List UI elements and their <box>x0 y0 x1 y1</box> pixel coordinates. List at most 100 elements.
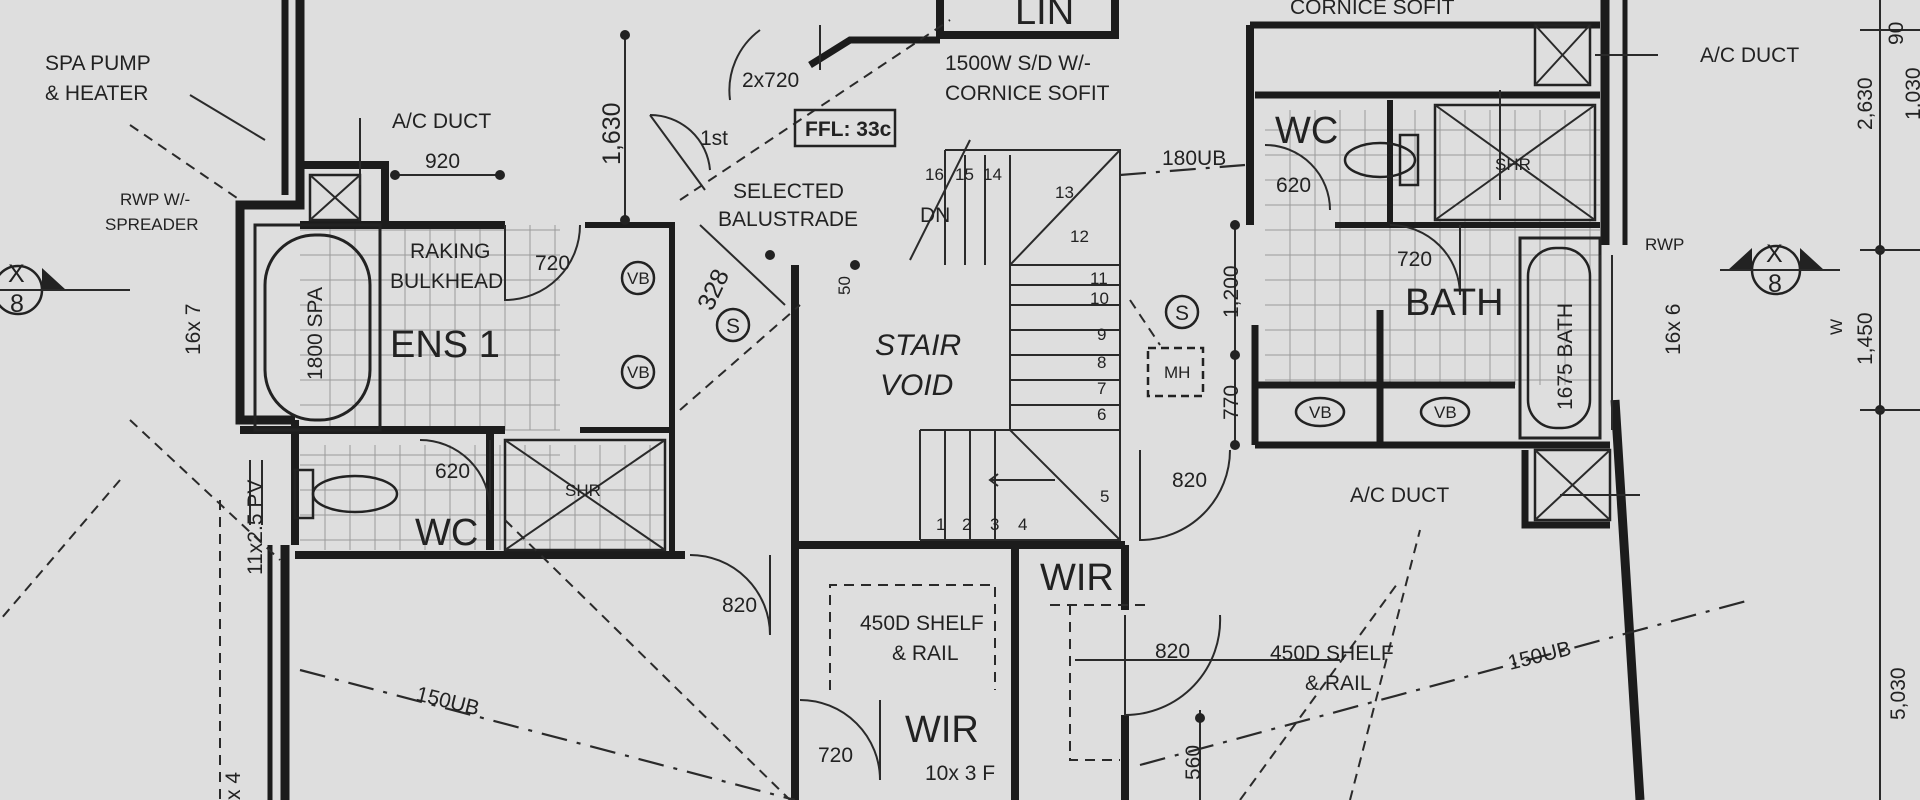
first-label: 1st <box>700 127 728 150</box>
step-3: 3 <box>990 515 999 534</box>
dim-50: 50 <box>835 276 854 295</box>
ensuite-vanity <box>620 260 656 390</box>
cornice-sofit-line1: 1500W S/D W/- <box>945 52 1091 75</box>
spa-pump-line2: & HEATER <box>45 82 148 105</box>
smoke-detectors: S S <box>715 294 1200 343</box>
balustrade-line1: SELECTED <box>733 180 844 203</box>
bath-label: BATH <box>1405 282 1504 324</box>
step-11: 11 <box>1090 269 1108 288</box>
smoke-detector-label-left: S <box>726 315 740 338</box>
step-1: 1 <box>936 515 945 534</box>
rwp-spreader-label: RWP W/- SPREADER <box>105 190 199 234</box>
shelf-right-label: 450D SHELF& RAIL <box>1270 642 1394 695</box>
dim-720-bath: 720 <box>1397 248 1432 271</box>
dim-720-ens: 720 <box>535 252 570 275</box>
window-16x6-label: 16x 6 <box>1662 304 1685 355</box>
window-x4-label: x 4 <box>222 772 245 800</box>
shr-right-label: SHR <box>1495 155 1531 174</box>
step-14: 14 <box>983 165 1002 184</box>
walls <box>235 0 1645 800</box>
step-5: 5 <box>1100 487 1109 506</box>
stair-void-line2: VOID <box>880 369 953 402</box>
spa-label: 1800 SPA <box>304 287 327 380</box>
stair <box>919 149 1121 541</box>
room-labels: LIN CORNICE SOFIT 1500W S/D W/-CORNICE S… <box>45 0 1846 800</box>
step-9: 9 <box>1097 325 1106 344</box>
dim-328: 328 <box>692 265 735 315</box>
dim-1200: 1,200 <box>1220 265 1243 318</box>
raking-bulkhead-label: RAKING BULKHEAD <box>390 240 503 293</box>
bathroom-shower <box>1433 103 1597 222</box>
ac-duct-boxes <box>308 23 1612 522</box>
vb-label-2: VB <box>627 363 650 382</box>
beam-150ub-left-label: 150UB <box>414 683 482 721</box>
dim-720-wir: 720 <box>818 744 853 767</box>
step-15: 15 <box>955 165 974 184</box>
wir-right-label: WIR <box>1040 557 1114 599</box>
window-10x3-label: 10x 3 F <box>925 762 995 785</box>
ac-duct-label-3: A/C DUCT <box>1350 484 1449 507</box>
dim-5030: 5,030 <box>1887 667 1910 720</box>
dim-2630: 2,630 <box>1854 77 1877 130</box>
wc-left-label: WC <box>415 512 478 554</box>
dim-820-left: 820 <box>722 594 757 617</box>
ffl-label: FFL: 33c <box>805 118 892 141</box>
section-x-left: X <box>8 260 25 288</box>
dim-2x720: 2x720 <box>742 69 799 92</box>
shelf-left-line1: 450D SHELF <box>860 612 984 635</box>
cornice-sofit-line2: CORNICE SOFIT <box>945 82 1110 105</box>
doors <box>419 25 1461 781</box>
step-10: 10 <box>1090 289 1109 308</box>
cornice-sofit-label: 1500W S/D W/- CORNICE SOFIT <box>945 52 1110 105</box>
tile-grid-ensuite <box>300 225 665 550</box>
step-12: 12 <box>1070 227 1089 246</box>
wc-right-label: WC <box>1275 110 1338 152</box>
w-label: W <box>1827 319 1846 335</box>
dim-1630: 1,630 <box>598 102 626 165</box>
shelf-right-line2: & RAIL <box>1305 672 1372 695</box>
dimension-lines <box>189 0 1920 800</box>
raking-bulkhead-line2: BULKHEAD <box>390 270 503 293</box>
ac-duct-label-1: A/C DUCT <box>392 110 491 133</box>
beam-180ub-label: 180UB <box>1162 147 1226 170</box>
ac-duct-label-2: A/C DUCT <box>1700 44 1799 67</box>
rwp-spreader-line1: RWP W/- <box>120 190 190 209</box>
dim-620-wc: 620 <box>435 460 470 483</box>
dn-label: DN <box>920 204 950 227</box>
vanity-basin-labels: VB VB VB VB <box>627 269 1457 422</box>
dim-1450: 1,450 <box>1854 312 1877 365</box>
dim-920: 920 <box>425 150 460 173</box>
step-6: 6 <box>1097 405 1106 424</box>
section-8-left: 8 <box>10 290 24 318</box>
wir-left-label: WIR <box>905 709 979 751</box>
dim-820-wir: 820 <box>1155 640 1190 663</box>
tile-grid-bathroom <box>1265 110 1600 385</box>
manhole-label: MH <box>1164 363 1190 382</box>
dim-820-hall: 820 <box>1172 469 1207 492</box>
fixtures <box>249 23 1613 761</box>
spa-pump-label: SPA PUMP& HEATER <box>45 52 151 105</box>
step-16: 16 <box>925 165 944 184</box>
manhole <box>1146 346 1205 398</box>
rwp-label: RWP <box>1645 235 1684 254</box>
stair-step-numbers: 1 2 3 4 5 6 7 8 9 10 11 12 13 14 15 16 <box>925 165 1109 534</box>
ensuite-shower <box>503 438 667 552</box>
section-x-right: X <box>1766 240 1783 268</box>
rwp-spreader-line2: SPREADER <box>105 215 199 234</box>
raking-bulkhead-line1: RAKING <box>410 240 491 263</box>
ensuite-toilet <box>293 468 399 520</box>
dim-770: 770 <box>1220 385 1243 420</box>
window-16x7-label: 16x 7 <box>182 304 205 355</box>
dimension-labels: 2x720 1,630 920 720 328 50 620 820 720 6… <box>425 22 1920 780</box>
step-7: 7 <box>1097 379 1106 398</box>
stair-void-line1: STAIR <box>875 329 961 362</box>
bath-size-label: 1675 BATH <box>1554 303 1577 410</box>
step-2: 2 <box>962 515 971 534</box>
spa-tub <box>263 233 372 422</box>
shr-left-label: SHR <box>565 481 601 500</box>
section-marker-left: X 8 <box>0 260 130 318</box>
ffl-box <box>793 108 897 148</box>
cornice-top-label: CORNICE SOFIT <box>1290 0 1455 19</box>
dim-620-top: 620 <box>1276 174 1311 197</box>
